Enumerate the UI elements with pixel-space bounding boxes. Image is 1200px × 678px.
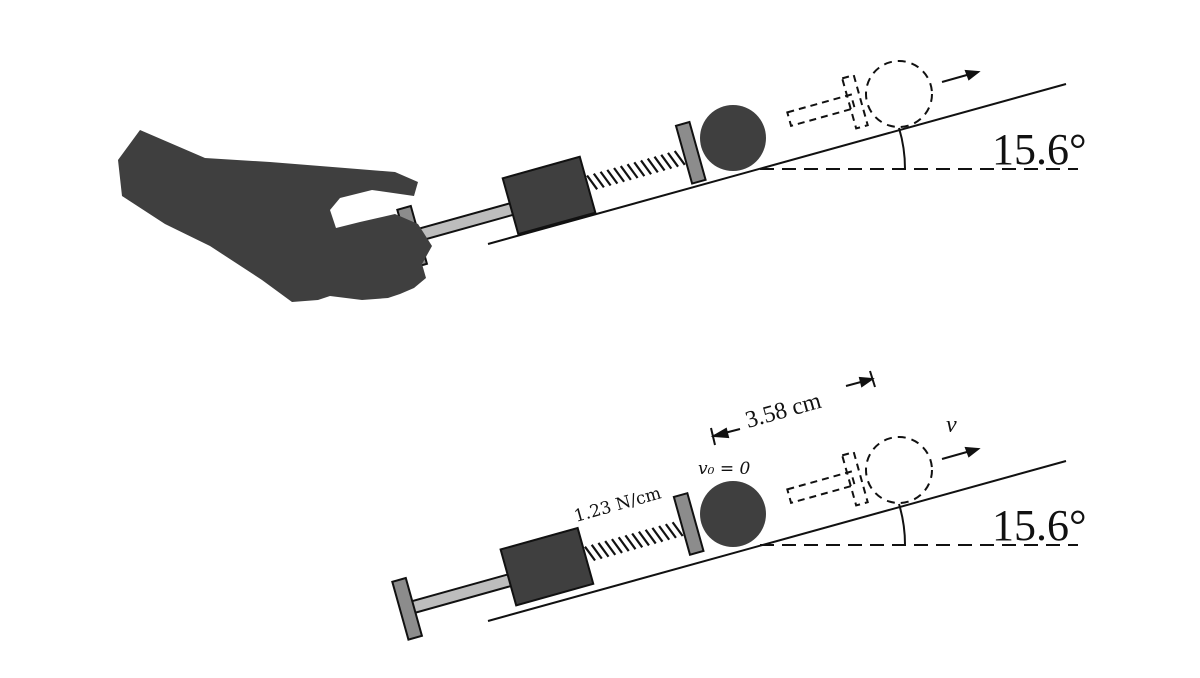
bottom-plunger-rod bbox=[407, 571, 519, 616]
top-ball bbox=[700, 105, 766, 171]
bottom-spring-plate bbox=[672, 491, 705, 556]
top-spring-plate bbox=[674, 120, 707, 185]
top-launcher-body bbox=[501, 155, 597, 236]
bottom-launcher-body bbox=[499, 526, 595, 607]
bottom-ghost-ball bbox=[865, 436, 933, 504]
top-ghost-ball bbox=[865, 60, 933, 128]
bottom-angle-label: 15.6° bbox=[992, 501, 1087, 550]
distance-dimension bbox=[710, 370, 876, 446]
top-incline-surface bbox=[487, 83, 1067, 245]
bottom-ball bbox=[700, 481, 766, 547]
distance-label: 3.58 cm bbox=[743, 388, 825, 434]
bottom-panel: 15.6° 1.23 N/cm v₀ = 0 bbox=[391, 370, 1087, 641]
bottom-launcher bbox=[391, 491, 705, 641]
bottom-spring bbox=[583, 519, 684, 564]
bottom-angle-arc bbox=[898, 503, 907, 546]
spring-constant-label: 1.23 N/cm bbox=[572, 483, 664, 526]
bottom-incline-surface bbox=[487, 460, 1067, 622]
bottom-motion-arrow bbox=[941, 446, 981, 460]
initial-velocity-label: v₀ = 0 bbox=[698, 459, 750, 479]
hand-silhouette bbox=[118, 130, 432, 302]
top-launcher bbox=[396, 120, 707, 269]
velocity-label: v bbox=[946, 412, 957, 438]
top-plunger-rod bbox=[412, 199, 524, 244]
top-angle-label: 15.6° bbox=[992, 125, 1087, 174]
top-motion-arrow bbox=[941, 69, 981, 83]
top-angle-arc bbox=[898, 127, 907, 170]
top-ghost-plunger bbox=[786, 73, 869, 130]
bottom-ghost-plunger bbox=[786, 450, 869, 507]
bottom-plunger-handle bbox=[391, 576, 424, 641]
top-panel: 15.6° bbox=[118, 60, 1087, 302]
top-spring bbox=[585, 148, 686, 193]
